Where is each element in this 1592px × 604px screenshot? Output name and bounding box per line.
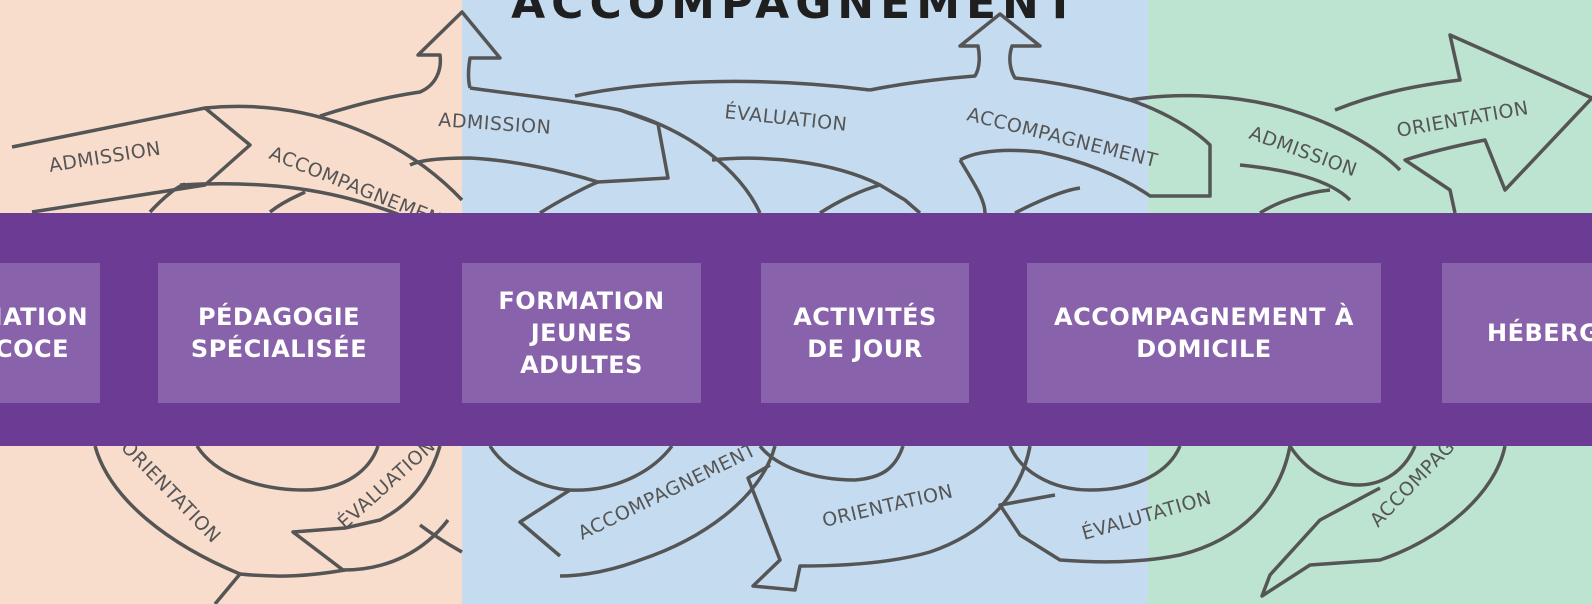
blue-evaluation-arrow xyxy=(539,79,871,215)
peach-accompagnement-arrow xyxy=(179,104,464,217)
page-title: ACCOMPAGNEMENT xyxy=(511,0,1081,29)
blue-inner-ring-top xyxy=(711,156,1081,215)
service-accompagnement-a-domicile[interactable]: ACCOMPAGNEMENT À DOMICILE xyxy=(1027,263,1381,403)
peach-admission-arrow xyxy=(11,106,252,214)
service-activites-de-jour[interactable]: ACTIVITÉS DE JOUR xyxy=(761,263,969,403)
blue-accompagnement-arrow xyxy=(959,98,1212,198)
green-accompagnement-arrow xyxy=(1260,445,1507,598)
flow-label-blue-evaluation: ÉVALUATION xyxy=(723,100,848,136)
flow-label-green-orientation: ORIENTATION xyxy=(1395,97,1530,142)
blue-evalutation-arrow xyxy=(998,445,1292,564)
blue-orientation-arrow xyxy=(746,444,1032,592)
peach-inner-ring-top xyxy=(148,182,186,214)
blue-up-arrow xyxy=(869,12,1131,102)
service-pedagogie-specialisee[interactable]: PÉDAGOGIE SPÉCIALISÉE xyxy=(158,263,400,403)
flow-label-blue-orientation: ORIENTATION xyxy=(820,480,955,531)
peach-orientation-arrow xyxy=(93,445,380,604)
flow-label-peach-orientation: ORIENTATION xyxy=(116,436,225,547)
flow-label-peach-admission: ADMISSION xyxy=(47,138,162,177)
green-admission-arrow xyxy=(1129,93,1402,215)
blue-accompagnement-bottom-arrow xyxy=(488,444,777,578)
peach-up-arrow xyxy=(319,10,502,118)
green-orientation-arrow xyxy=(1334,33,1592,214)
flow-label-blue-admission: ADMISSION xyxy=(438,109,552,139)
service-formation-precoce[interactable]: FORMATION PRÉCOCE xyxy=(0,263,100,403)
green-ring-bottom xyxy=(1288,445,1417,487)
service-formation-jeunes-adultes[interactable]: FORMATION JEUNES ADULTES xyxy=(462,263,701,403)
peach-bottom-outer xyxy=(239,523,463,578)
flow-label-blue-evalutation: ÉVALUTATION xyxy=(1079,486,1214,545)
peach-evaluation-arrow xyxy=(291,445,450,572)
services-band: FORMATION PRÉCOCE PÉDAGOGIE SPÉCIALISÉE … xyxy=(0,213,1592,446)
flow-label-blue-accompagnement-bottom: ACCOMPAGNEMENT xyxy=(575,439,760,545)
service-hebergement[interactable]: HÉBERGEMENT xyxy=(1442,263,1592,403)
flow-label-blue-accompagnement-top: ACCOMPAGNEMENT xyxy=(965,104,1160,173)
blue-admission-arrow xyxy=(409,86,670,184)
